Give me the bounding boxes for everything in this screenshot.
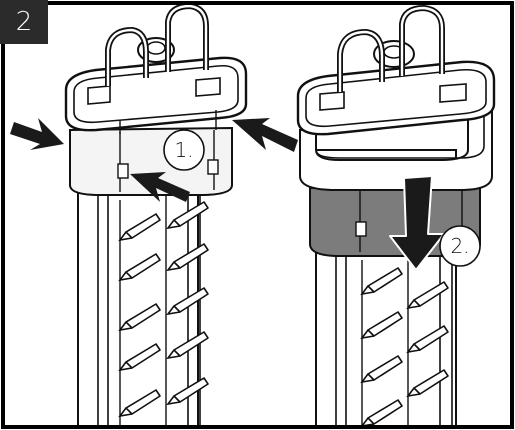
left-spiral-blades — [119, 190, 209, 425]
down-arrow-icon — [389, 175, 445, 271]
left-top-cap — [64, 5, 248, 134]
step-number-badge: 2 — [15, 7, 33, 37]
right-top-cap — [296, 5, 496, 136]
squeeze-arrow-icon — [10, 118, 298, 202]
left-filter-assembly: 1. — [10, 5, 298, 425]
callout-2: 2. — [439, 225, 481, 267]
callout-2-label: 2. — [450, 234, 469, 258]
right-filter-assembly: 2. — [296, 5, 496, 425]
right-spiral-blades — [361, 260, 449, 425]
step-badge-bg — [0, 0, 48, 44]
left-filter-tube — [77, 150, 201, 425]
callout-1-label: 1. — [174, 138, 193, 162]
callout-1: 1. — [163, 129, 205, 171]
